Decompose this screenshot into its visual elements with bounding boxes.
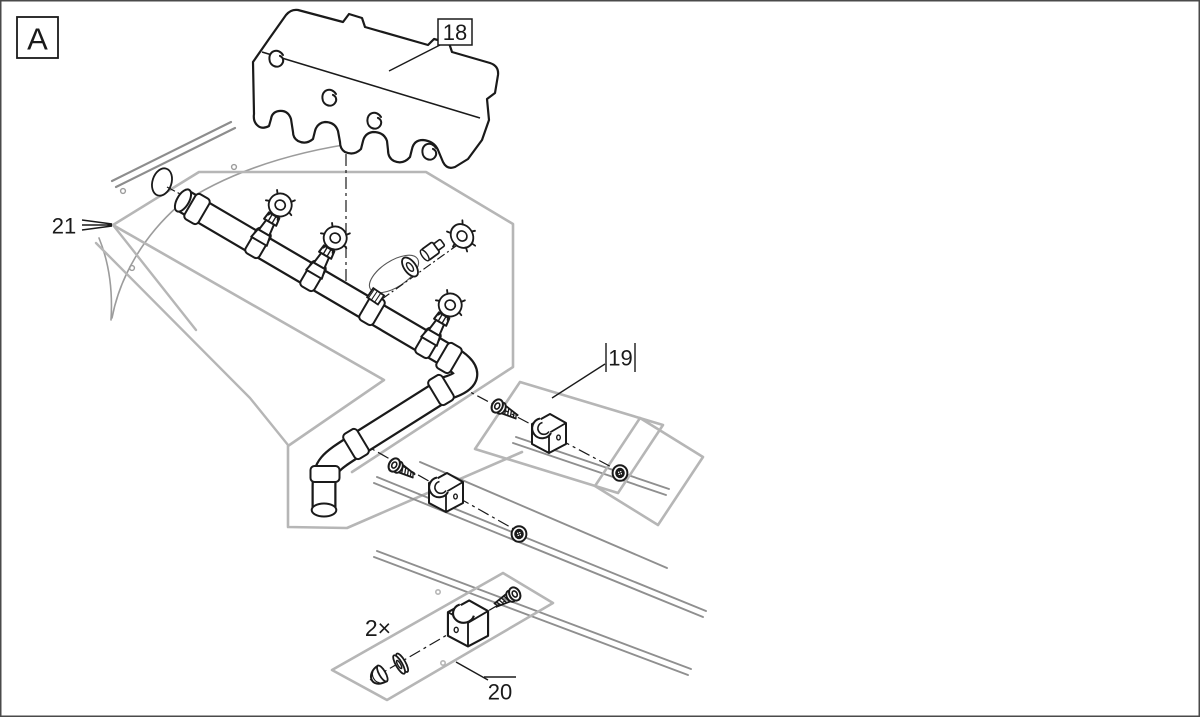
label-part19: 19 [608, 346, 632, 371]
label-part21: 21 [52, 214, 76, 239]
panel-edge-top [111, 170, 515, 474]
wall-hole [151, 167, 215, 213]
clamp-kit-20 [370, 584, 524, 685]
threaded-boss [365, 286, 386, 306]
spray-pipe-assembly [173, 188, 479, 518]
leader-18 [388, 44, 441, 72]
panel-edge-bottom [111, 223, 524, 530]
label-part20: 20 [488, 680, 512, 705]
clamp2-saddle [531, 413, 567, 454]
axis-clamp20 [369, 593, 518, 681]
pipe-open-end [173, 188, 193, 213]
leader-21 [81, 219, 113, 231]
clamp1-nut [510, 525, 528, 543]
clamp2-nut [611, 464, 629, 482]
leader-20 [455, 661, 489, 681]
callout-labels: A 18 19 20 21 2× [16, 16, 636, 705]
part18-retaining-bracket [251, 8, 500, 169]
exploded-nozzle-parts [365, 216, 484, 306]
panel-hole [119, 187, 127, 195]
panel-clamp19-a [473, 380, 665, 495]
axis-clamp2 [456, 384, 620, 472]
label18-box [437, 18, 473, 46]
leader-19 [551, 363, 606, 399]
nozzle-washer [401, 256, 419, 278]
view-label-box [16, 16, 59, 59]
panel-clamp20 [330, 571, 555, 702]
clamp1-saddle [428, 472, 464, 513]
washer [392, 652, 410, 675]
label-part18: 18 [443, 20, 467, 45]
axis-nozzle [381, 235, 471, 300]
nozzle-cap [442, 216, 484, 258]
support-rails [373, 436, 707, 676]
centerlines [345, 108, 620, 681]
clamp1-screw [385, 455, 419, 484]
mounting-panels [330, 380, 705, 702]
cap-nut [370, 664, 389, 685]
label19-ticks [605, 343, 636, 372]
view-label: A [27, 22, 48, 57]
pipe-outlet-end [310, 502, 338, 518]
panel-clamp19-b [593, 416, 705, 527]
nozzle-fitting [419, 238, 446, 262]
label-quantity-2x: 2× [365, 615, 391, 641]
rubber-block [446, 599, 490, 648]
